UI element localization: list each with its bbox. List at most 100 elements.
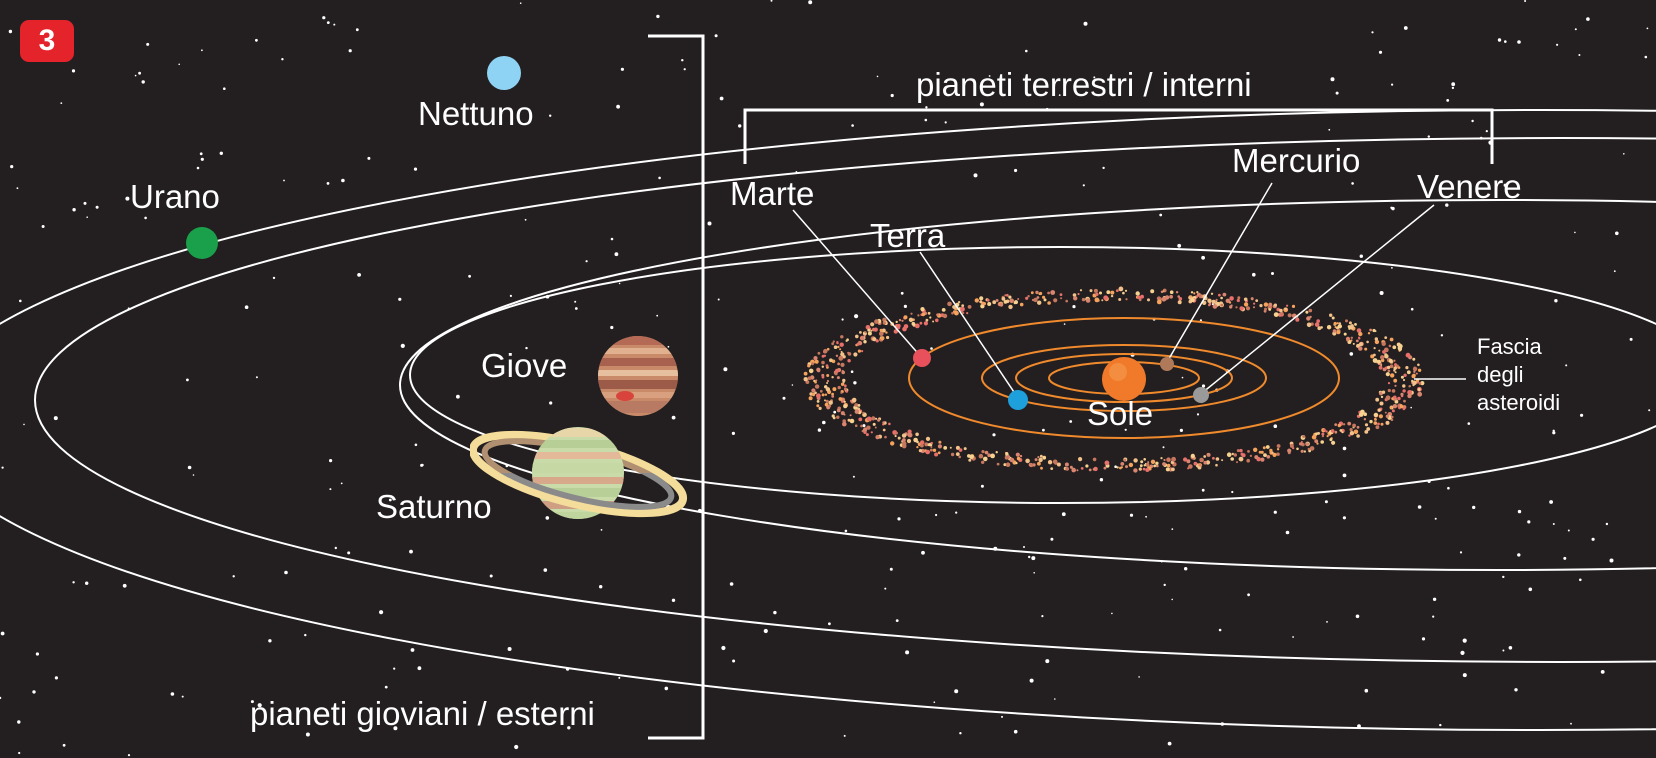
star [610, 237, 614, 241]
asteroid [863, 334, 866, 337]
asteroid [979, 300, 983, 304]
asteroid [1364, 430, 1369, 434]
asteroid [1042, 455, 1047, 460]
asteroid [1329, 313, 1333, 317]
asteroid [936, 313, 939, 317]
venere-planet [1193, 387, 1209, 403]
asteroid [980, 304, 985, 309]
star [0, 631, 5, 636]
star [1252, 272, 1256, 277]
asteroid [1135, 291, 1140, 296]
asteroid [1038, 457, 1043, 463]
star [979, 102, 984, 107]
star [732, 659, 736, 663]
asteroid [1268, 302, 1273, 307]
asteroid [908, 317, 914, 322]
asteroid [1394, 371, 1397, 374]
asteroid [1305, 442, 1310, 446]
asteroid [992, 300, 997, 305]
asteroid [1206, 452, 1211, 457]
star [610, 325, 614, 330]
asteroid [1396, 364, 1399, 368]
urano-planet [186, 227, 218, 259]
asteroid [1394, 384, 1397, 387]
asteroid [1025, 458, 1030, 464]
asteroid [1296, 447, 1299, 451]
asteroid [1316, 442, 1319, 445]
asteroid [816, 404, 820, 408]
asteroid [1271, 451, 1274, 454]
asteroid [1279, 308, 1283, 313]
star [10, 165, 14, 169]
asteroid [811, 388, 816, 393]
star [1201, 384, 1206, 388]
asteroid [1342, 423, 1346, 426]
star [1179, 428, 1183, 432]
label-inner-planets-group: pianeti terrestri / interni [916, 66, 1252, 103]
asteroid [1222, 292, 1227, 297]
asteroid [1169, 294, 1173, 299]
asteroid [861, 430, 864, 433]
asteroid [1133, 458, 1138, 463]
star [355, 28, 359, 32]
asteroid [1155, 461, 1159, 465]
asteroid [1171, 467, 1175, 472]
asteroid [1412, 357, 1416, 361]
asteroid-belt [803, 286, 1425, 473]
star [192, 474, 195, 476]
asteroid [1094, 297, 1100, 303]
star [1069, 420, 1073, 423]
asteroid [925, 318, 929, 322]
asteroid [1265, 445, 1270, 449]
star [223, 87, 226, 90]
asteroid [1160, 457, 1163, 460]
asteroid [826, 382, 829, 384]
asteroid [840, 391, 843, 394]
asteroid [1352, 342, 1355, 345]
star [1111, 612, 1113, 615]
asteroid [1241, 453, 1246, 458]
star [822, 420, 826, 425]
star [833, 410, 837, 414]
asteroid [1355, 339, 1359, 343]
star [1330, 77, 1335, 82]
star [186, 378, 189, 382]
star [1445, 203, 1449, 207]
star [326, 21, 330, 24]
asteroid [828, 400, 833, 405]
asteroid [1393, 378, 1398, 383]
asteroid [1287, 313, 1292, 318]
asteroid [1253, 447, 1258, 452]
asteroid [1166, 463, 1171, 468]
asteroid [901, 441, 907, 446]
star [1031, 556, 1036, 561]
asteroid [907, 432, 913, 438]
asteroid [1402, 378, 1406, 382]
asteroid [836, 341, 839, 344]
asteroid [990, 453, 995, 459]
star [1054, 698, 1056, 700]
asteroid [1369, 328, 1372, 332]
asteroid [920, 440, 925, 445]
asteroid [1156, 299, 1162, 305]
asteroid [920, 307, 925, 312]
asteroid [1140, 294, 1144, 299]
asteroid [983, 456, 988, 462]
star [1072, 305, 1076, 309]
asteroid [1346, 338, 1350, 342]
asteroid [895, 431, 898, 435]
star [729, 582, 734, 586]
asteroid [1238, 456, 1244, 462]
star [574, 300, 577, 303]
asteroid [937, 451, 941, 455]
label-asteroid-belt-line-2: degli [1477, 362, 1523, 387]
asteroid [816, 393, 821, 399]
asteroid [1047, 460, 1053, 465]
star [1403, 26, 1408, 30]
asteroid [929, 316, 932, 319]
star [1138, 676, 1140, 678]
asteroid [1336, 330, 1341, 335]
star [244, 305, 249, 310]
star [1517, 40, 1521, 44]
asteroid [1250, 297, 1254, 301]
